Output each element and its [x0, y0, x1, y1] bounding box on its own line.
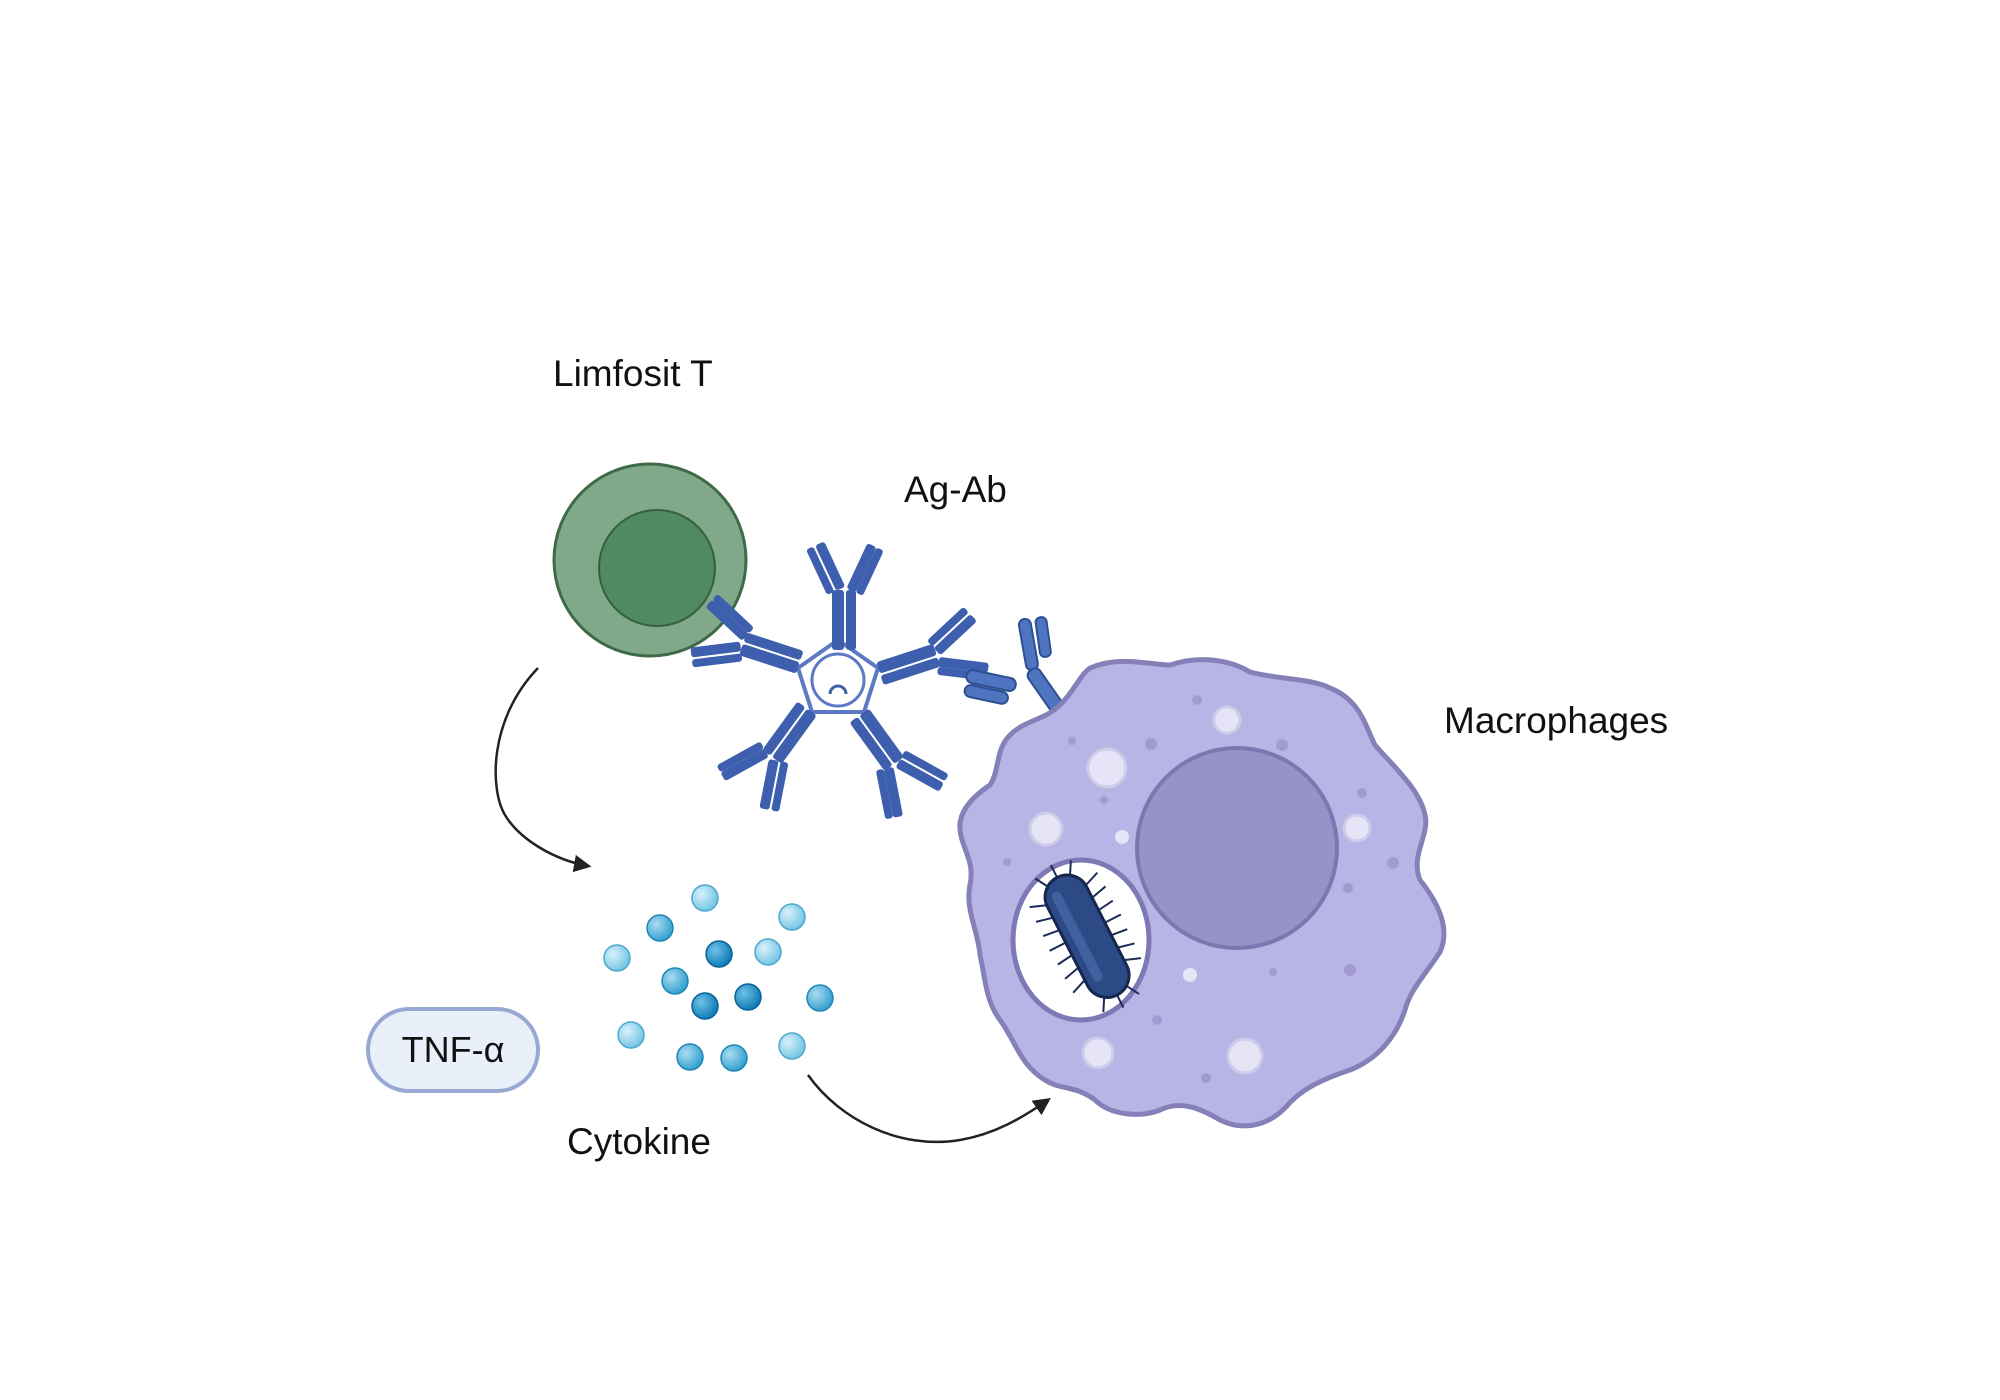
tnf-alpha-badge: TNF-α: [366, 1007, 540, 1093]
bacterium-icon: [1029, 860, 1142, 1013]
macrophage-nucleus: [1135, 746, 1339, 950]
arrow-tcell-to-cytokine: [494, 667, 592, 873]
cytokine-cluster-icon: [603, 884, 834, 1072]
antigen-antibody-complex-icon: [684, 541, 1071, 827]
tnf-alpha-label: TNF-α: [401, 1029, 505, 1070]
t-lymphocyte-icon: [552, 462, 748, 658]
cytokine-label: Cytokine: [567, 1121, 711, 1162]
macrophage-icon: [957, 657, 1447, 1129]
immune-complex-label: Ag-Ab: [904, 469, 1007, 510]
arrow-cytokine-to-macrophage: [806, 1074, 1051, 1144]
t-cell-label: Limfosit T: [553, 353, 713, 394]
macrophage-label: Macrophages: [1444, 700, 1669, 741]
